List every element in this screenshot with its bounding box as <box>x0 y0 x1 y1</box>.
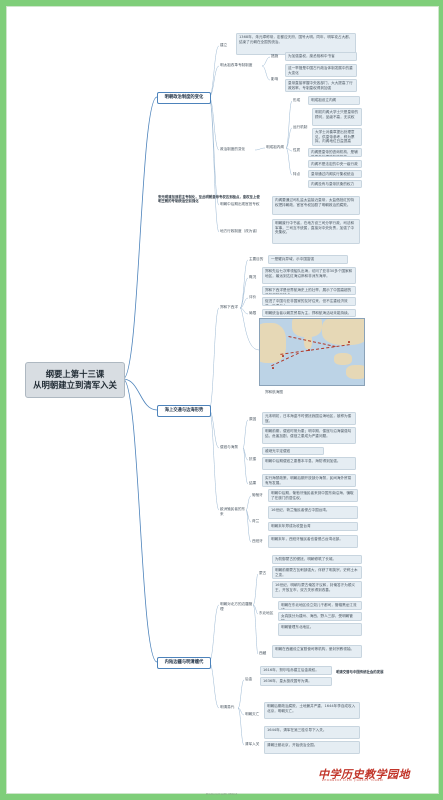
node-zhenghe-purpose[interactable]: 主要目的 <box>249 257 264 261</box>
node-mongol-text-1: 为防御蒙古的侵扰，明朝修筑了长城。 <box>272 555 362 564</box>
node-cabinet[interactable]: 明成祖内阁 <box>266 145 284 149</box>
node-western-dutch-text-2: 明朝末年郑成功收复台湾 <box>268 522 358 531</box>
map-caption: 郑和航海图 <box>265 390 283 394</box>
node-coast-fight-text-1: 戚继光平定倭寇 <box>262 447 324 455</box>
node-tibet[interactable]: 西藏 <box>259 651 267 655</box>
node-cabinet-operation[interactable]: 运行机制 <box>293 125 308 129</box>
node-ming-qing[interactable]: 明清易代 <box>220 705 235 709</box>
node-northeast-text-2: 女真族分为建州、海西、野人三部，受明朝管辖。 <box>278 612 362 621</box>
node-local-admin[interactable]: 地方行政制度（改为省） <box>220 229 260 233</box>
node-mongol-text-2: 明朝前期蒙古瓦剌部强大，俘获了明英宗，史称土木之变。 <box>272 566 362 579</box>
node-ming-fall[interactable]: 明朝灭亡 <box>245 712 260 716</box>
node-mongol[interactable]: 蒙古 <box>259 571 267 575</box>
node-eunuch-text: 内阁要通过司礼监太监接近皇帝，太监借批红的特权把持朝政，宦官专权加剧了明朝政治的… <box>272 196 360 215</box>
node-local-admin-text: 明朝废行中书省，在地方设三司分掌行政、司法和军事，三司互不统属，直接对中央负责，… <box>272 219 360 244</box>
node-qing-entry[interactable]: 清军入关 <box>245 742 260 746</box>
brand-subtitle: ZHONGXUE LISHI JIAOXUE YUANDI <box>322 779 384 782</box>
node-later-jin[interactable]: 后金 <box>245 677 253 681</box>
node-reform-impact[interactable]: 影响 <box>271 77 279 81</box>
node-zhenghe-evaluation-text-1: 郑和下西洋是世界航海史上的壮举，展示了中国高超的造船和航海技术 <box>262 286 356 295</box>
node-institutions[interactable]: 政治制度的变化 <box>220 147 246 151</box>
node-zhenghe-evaluation[interactable]: 评价 <box>249 295 257 299</box>
node-ming-fall-text: 明朝后期政治腐败，土地兼并严重，1644年李自成攻入北京，明朝灭亡。 <box>264 702 360 719</box>
node-reform-measure-text: 为加强皇权，废丞相和中书省 <box>285 52 357 61</box>
node-cabinet-operation-text-2: 大学士对奏章提出处理意见，供皇帝参考，称为票拟，内阁地位日益提高 <box>312 128 362 146</box>
node-western-portugal[interactable]: 葡萄牙 <box>252 493 263 497</box>
mind-map-sheet <box>6 6 439 794</box>
node-coast-fight[interactable]: 抗倭 <box>249 457 257 461</box>
node-reform-measure[interactable]: 措施 <box>271 54 279 58</box>
zhenghe-voyage-map <box>259 318 365 386</box>
node-north[interactable]: 明朝对北方的边疆管理 <box>220 602 253 611</box>
node-western[interactable]: 欧洲殖民者的东来 <box>220 507 246 516</box>
node-zhenghe-evaluation-text-2: 促进了中国与亚非国家的友好往来，但不注重经济效益，耗费巨大 <box>262 297 356 306</box>
node-cabinet-nature[interactable]: 性质 <box>293 148 301 152</box>
node-founding[interactable]: 建立 <box>220 43 228 47</box>
node-western-portugal-text: 明朝中后期，葡萄牙殖民者来到中国东南沿海，骗取了在澳门的居住权。 <box>268 489 358 502</box>
category-maritime[interactable]: 海上交通与边海形势 <box>157 405 211 417</box>
root-title-line2: 从明朝建立到清军入关 <box>33 380 117 390</box>
node-zhenghe-purpose-text: 一是耀兵异域，示中国富强 <box>268 255 348 264</box>
node-reform-impact-text-2: 皇帝直接掌握中央各部门，大大提高了行政效率，专制皇权得到加强 <box>285 79 357 92</box>
node-qing-entry-text-2: 清朝迁都北京，开始统治全国。 <box>264 741 360 754</box>
node-coast-cause-text-1: 元末明初，日本海盗不时侵扰我国沿海地区，被称为倭寇。 <box>262 412 356 425</box>
node-coast-result[interactable]: 结果 <box>249 481 257 485</box>
brand-logo: 中学历史教学园地 <box>318 768 410 781</box>
node-western-spain[interactable]: 西班牙 <box>252 539 263 543</box>
node-eunuch[interactable]: 明朝中后期出现宦官专权 <box>220 202 260 206</box>
node-cabinet-form[interactable]: 形成 <box>293 98 301 102</box>
node-cabinet-form-text: 明成祖设立内阁 <box>308 96 360 105</box>
node-zhenghe-limit[interactable]: 局限 <box>249 311 257 315</box>
node-northeast-text-1: 明朝在东北地区设立奴儿干都司，管辖黑龙江流域。 <box>278 601 362 610</box>
category-political-system[interactable]: 明朝政治制度的变化 <box>157 92 211 104</box>
node-tibet-text: 明朝在西藏设立宣慰使司等机构，册封宗教领袖。 <box>272 645 362 658</box>
node-coast-result-text: 实行海禁政策，明朝后期开放部分海禁，民间海外贸易有所发展。 <box>262 474 356 487</box>
node-cabinet-nature-text: 内阁是皇帝的咨询机构，是辅助皇帝处理政务的机构 <box>308 148 362 157</box>
node-cabinet-features-text-2: 皇帝通过内阁实行集权统治 <box>308 170 362 178</box>
node-coast[interactable]: 倭寇与海禁 <box>220 445 238 449</box>
root-topic[interactable]: 纲要上第十三课 从明朝建立到清军入关 <box>25 362 125 398</box>
node-cabinet-features[interactable]: 特点 <box>293 172 301 176</box>
footer-credit: Produced with XMind <box>205 792 238 796</box>
node-western-dutch-text-1: 16世纪，荷兰殖民者侵占中国台湾。 <box>268 506 358 519</box>
node-later-jin-text-1: 1616年，努尔哈赤建立后金政权。 <box>260 666 332 675</box>
node-reform-impact-text-1: 这一举措是中国古代政治体制发展中的重大变化 <box>285 64 357 77</box>
node-zhenghe-limit-text: 明朝统治者以朝贡贸易为主，郑和航海活动未能持续。 <box>262 309 356 317</box>
root-title-line1: 纲要上第十三课 <box>45 369 105 379</box>
node-cabinet-features-text-1: 内阁不是法定的中央一级行政机构 <box>308 160 362 168</box>
node-western-spain-text: 明朝末年，西班牙殖民者也曾侵占台湾北部。 <box>268 535 358 548</box>
node-western-dutch[interactable]: 荷兰 <box>252 519 260 523</box>
node-northeast[interactable]: 东北地区 <box>259 611 274 615</box>
side-note: 宋元明清加速君主专制化，至此明朝皇帝专权达到极点，皇权至上使明王朝的专制统治空前… <box>158 195 260 204</box>
ming-qing-note: 明清交替与中国传统社会的发展 <box>336 670 384 674</box>
node-zhenghe-overview[interactable]: 概况 <box>249 275 257 279</box>
node-qing-entry-text-1: 1644年，清军在吴三桂引导下入关。 <box>264 726 360 739</box>
node-zhenghe[interactable]: 郑和下西洋 <box>220 305 238 309</box>
node-mongol-text-3: 16世纪，明朝与蒙古俺答汗议和，封俺答汗为顺义王，开放互市，双方关系得到改善。 <box>272 581 362 598</box>
node-northeast-text-3: 明朝管理东北地区。 <box>278 623 362 636</box>
node-coast-fight-text-2: 明朝中后期倭寇之患基本平息，海防得到加强。 <box>262 457 356 470</box>
node-zhenghe-overview-text: 郑和先后七次率领船队出海，访问了亚非30多个国家和地区，最远到达红海沿岸和非洲东… <box>262 267 356 284</box>
node-later-jin-text-2: 1636年，皇太极改国号为清。 <box>260 677 332 686</box>
node-coast-cause-text-2: 明朝前期，倭寇时常为患；明中期，倭寇与沿海豪强勾结，危害加剧，倭寇之患成为严重问… <box>262 427 356 444</box>
category-frontier[interactable]: 内陆边疆与明清嬗代 <box>157 657 211 669</box>
node-reform[interactable]: 明太祖改革专制制度 <box>220 63 253 67</box>
node-cabinet-operation-text-1: 明初内阁大学士只是皇帝的顾问，品级不高，无实权 <box>312 108 362 126</box>
node-cabinet-features-text-3: 内阁没有与皇帝抗衡的权力 <box>308 180 362 188</box>
node-coast-cause[interactable]: 原因 <box>249 417 257 421</box>
